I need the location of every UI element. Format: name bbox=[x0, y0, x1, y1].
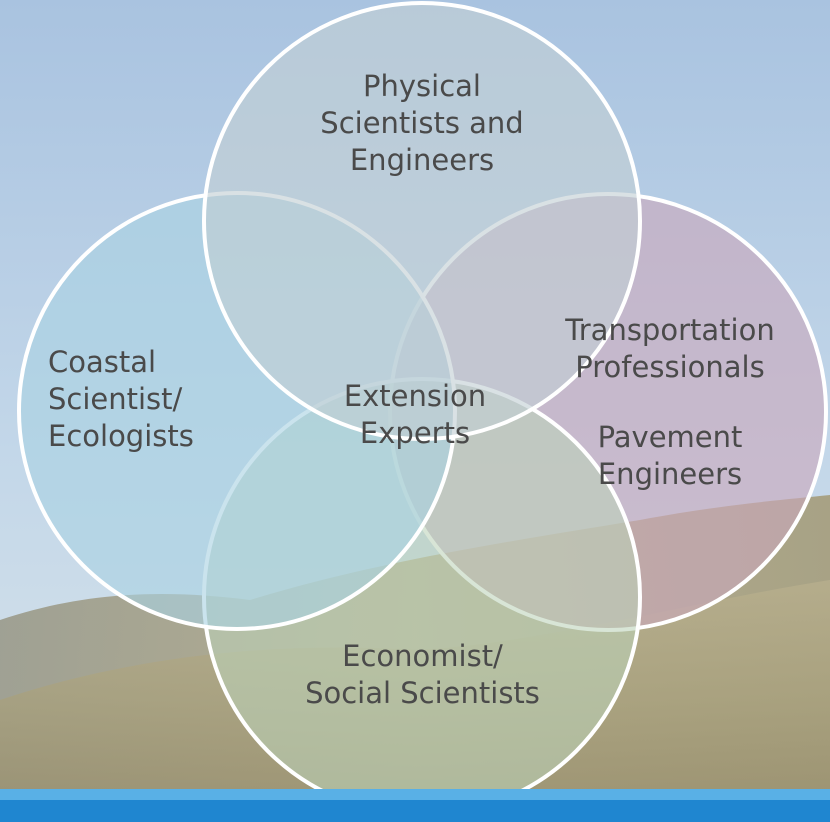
label-line: Transportation bbox=[565, 313, 775, 347]
label-line: Coastal bbox=[48, 345, 157, 379]
label-line: Engineers bbox=[597, 457, 743, 491]
center-label: Extension Experts bbox=[320, 378, 510, 452]
label-line: Pavement bbox=[597, 420, 743, 454]
circle-label-bottom: Economist/ Social Scientists bbox=[270, 638, 575, 712]
label-line: Scientist/ bbox=[48, 382, 183, 416]
circle-label-right: Transportation Professionals bbox=[525, 312, 815, 386]
pavement-engineers-label: Pavement Engineers bbox=[575, 419, 765, 493]
label-line: Physical bbox=[363, 69, 481, 103]
label-line: Scientists and bbox=[320, 106, 524, 140]
bottom-bar-dark bbox=[0, 800, 830, 822]
label-line: Extension bbox=[343, 379, 487, 413]
circle-label-top: Physical Scientists and Engineers bbox=[262, 68, 582, 179]
label-line: Experts bbox=[359, 416, 471, 450]
label-line: Social Scientists bbox=[305, 676, 540, 710]
bottom-bar-light bbox=[0, 789, 830, 800]
label-line: Economist/ bbox=[342, 639, 503, 673]
circle-label-left: Coastal Scientist/ Ecologists bbox=[48, 344, 238, 455]
label-line: Engineers bbox=[349, 143, 495, 177]
label-line: Ecologists bbox=[48, 419, 194, 453]
label-line: Professionals bbox=[575, 350, 765, 384]
circle-top bbox=[202, 1, 642, 441]
